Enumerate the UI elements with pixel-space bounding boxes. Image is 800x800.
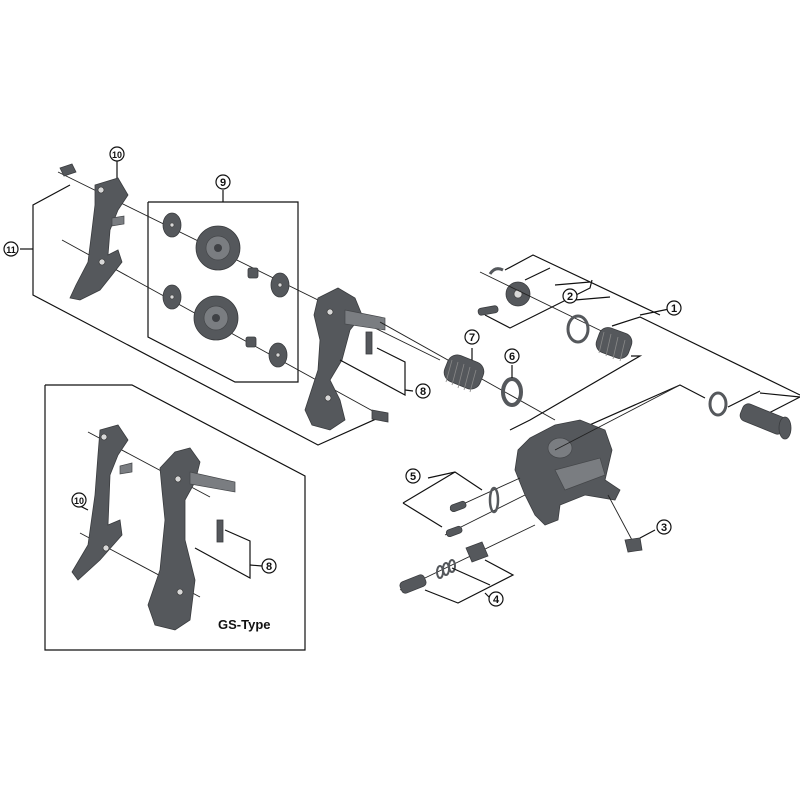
svg-text:11: 11 — [6, 245, 16, 255]
svg-text:3: 3 — [661, 522, 667, 534]
callout-5: 5 — [405, 468, 421, 484]
svg-text:9: 9 — [220, 177, 226, 189]
svg-text:8: 8 — [420, 386, 426, 398]
callout-6: 6 — [504, 348, 520, 364]
gs-type-inset: GS-Type — [44, 384, 306, 651]
bracket-1-2 — [484, 254, 800, 464]
inner-plate-10 — [59, 163, 129, 301]
main-body — [514, 384, 681, 553]
callout-9: 9 — [215, 174, 231, 190]
callout-2: 2 — [562, 288, 578, 304]
upper-small-parts — [477, 267, 633, 362]
svg-text:6: 6 — [509, 351, 515, 363]
washer-6 — [501, 365, 523, 407]
outer-plate — [304, 287, 389, 431]
svg-text:10: 10 — [112, 150, 122, 160]
callout-4: 4 — [488, 591, 504, 607]
callout-3: 3 — [656, 519, 672, 535]
bracket-11 — [20, 184, 386, 446]
callout-11: 11 — [3, 241, 19, 257]
pulley-set-9 — [162, 212, 290, 368]
svg-text:5: 5 — [410, 471, 416, 483]
bracket-9 — [147, 190, 299, 383]
pivot-bolt — [708, 391, 792, 440]
callout-8-gs: 8 — [261, 558, 277, 574]
gs-type-label: GS-Type — [218, 617, 271, 632]
bracket-8 — [339, 347, 414, 397]
barrel-adjuster-4 — [399, 524, 536, 604]
svg-text:7: 7 — [469, 332, 475, 344]
svg-text:1: 1 — [671, 303, 677, 315]
svg-text:4: 4 — [493, 594, 500, 606]
spring-7 — [379, 321, 556, 421]
callout-10: 10 — [109, 146, 125, 178]
svg-text:10: 10 — [74, 496, 84, 506]
callout-10-gs: 10 — [71, 492, 87, 508]
callout-8: 8 — [415, 383, 431, 399]
callout-1: 1 — [666, 300, 682, 316]
svg-text:8: 8 — [266, 561, 272, 573]
bracket-5 — [402, 471, 526, 538]
callout-7: 7 — [464, 329, 480, 345]
svg-text:2: 2 — [567, 291, 573, 303]
